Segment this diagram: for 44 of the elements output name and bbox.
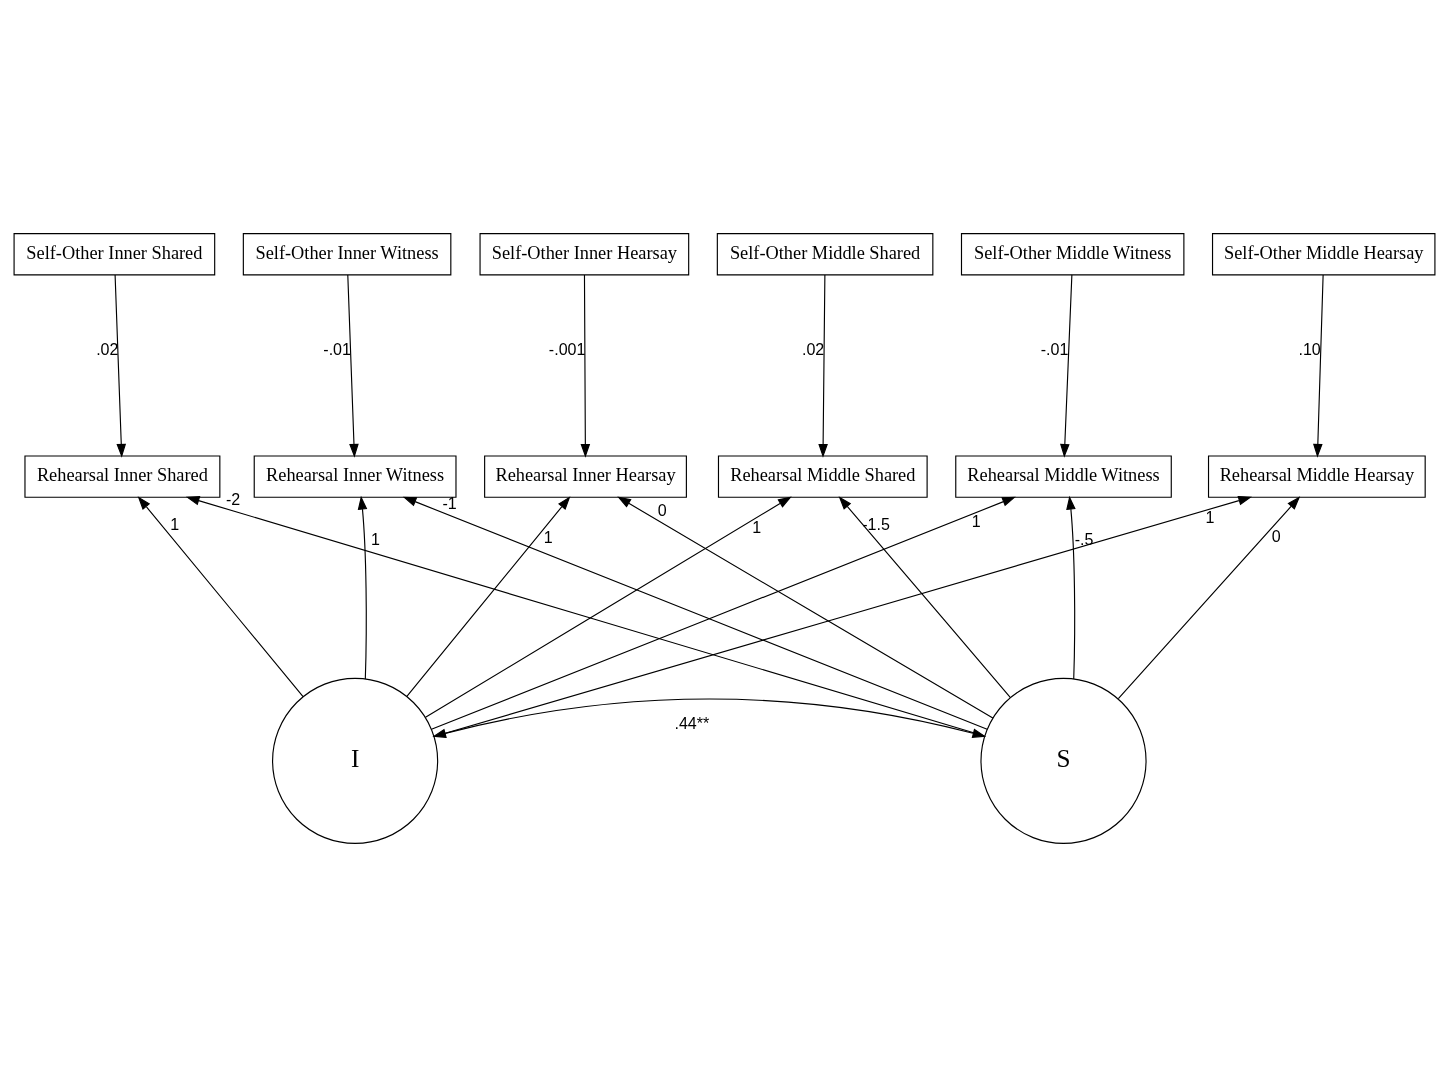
- edge-label: 1: [1205, 507, 1214, 526]
- node-box: Self-Other Inner Hearsay: [478, 232, 689, 275]
- edge-label: -2: [225, 489, 240, 508]
- node-box: Rehearsal Inner Shared: [23, 454, 220, 498]
- edge-label: 0: [657, 500, 667, 519]
- node-box: Self-Other Inner Witness: [242, 232, 451, 275]
- node-box: Rehearsal Inner Witness: [253, 454, 457, 498]
- arrow: [1117, 495, 1300, 699]
- arrow: [838, 495, 1011, 698]
- arrow: [137, 495, 304, 697]
- node-box: Self-Other Middle Witness: [960, 232, 1184, 275]
- node-box: Rehearsal Middle Shared: [717, 454, 928, 498]
- node-box: Self-Other Inner Shared: [13, 232, 215, 275]
- edge-label: 0: [1271, 526, 1281, 545]
- node-box: Rehearsal Middle Witness: [954, 454, 1172, 498]
- edge-label: 1: [543, 527, 553, 546]
- arrow: [1065, 495, 1076, 679]
- edge-label: 1: [971, 511, 981, 530]
- edge-label: .02: [801, 339, 824, 358]
- arrow: [357, 495, 367, 679]
- arrow: [817, 273, 828, 458]
- arrow: [1312, 273, 1324, 458]
- node-circle: I: [271, 677, 438, 844]
- edge-label: -.01: [322, 339, 351, 358]
- node-box: Self-Other Middle Hearsay: [1211, 232, 1435, 275]
- arrow: [114, 273, 126, 458]
- edge-label: -.5: [1074, 529, 1093, 548]
- arrow: [424, 495, 792, 718]
- node-box: Self-Other Middle Shared: [716, 232, 933, 275]
- edge-label: .44**: [674, 713, 709, 732]
- arrow: [1059, 273, 1072, 458]
- node-box: Rehearsal Inner Hearsay: [483, 454, 687, 498]
- edge-label: .10: [1297, 339, 1321, 358]
- edge-label: 1: [370, 529, 380, 548]
- arrow: [405, 495, 570, 697]
- edge-label: 1: [169, 514, 179, 533]
- arrow: [580, 273, 590, 458]
- edge-label: -.01: [1040, 339, 1068, 358]
- node-circle: S: [979, 677, 1147, 844]
- node-box: Rehearsal Middle Hearsay: [1207, 454, 1426, 498]
- edge-label: -1.5: [861, 514, 890, 533]
- arrow: [616, 495, 993, 719]
- edge-label: 1: [751, 517, 761, 536]
- arrow: [346, 273, 359, 458]
